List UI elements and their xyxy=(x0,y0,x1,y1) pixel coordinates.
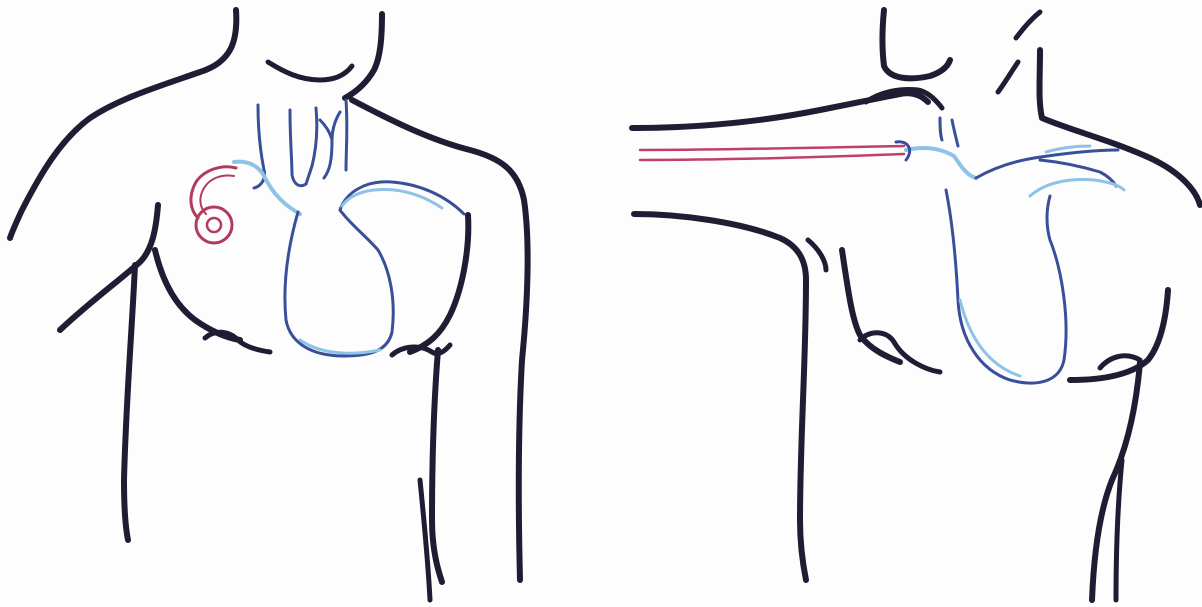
left-aortic-arch xyxy=(340,182,464,214)
right-arm-top xyxy=(632,93,928,128)
right-neck-right-2 xyxy=(998,62,1018,92)
port-catheter xyxy=(191,167,236,218)
left-vessel-right xyxy=(346,100,347,170)
right-aortic-arch xyxy=(1030,180,1124,196)
right-torso-right-inner xyxy=(1116,460,1122,600)
right-subclavian xyxy=(906,148,976,178)
right-neck-left xyxy=(883,10,951,78)
left-panel-frontal-chest xyxy=(10,10,528,600)
right-body-outline xyxy=(632,10,1200,600)
right-brachiocephalic xyxy=(976,150,1118,178)
left-torso-left xyxy=(124,265,135,540)
right-heart-outline xyxy=(946,190,1066,383)
left-torso-right-inner xyxy=(420,480,430,600)
left-body-outline xyxy=(10,10,528,600)
left-pec-left xyxy=(155,250,240,340)
right-armpit-fold xyxy=(808,240,826,270)
picc-catheter-upper xyxy=(640,146,904,150)
left-nipple-right xyxy=(392,345,450,355)
right-pec-left xyxy=(842,250,900,362)
left-neck-right xyxy=(345,14,382,98)
right-arm-bottom xyxy=(634,214,806,580)
picc-catheter-lower xyxy=(640,154,904,160)
left-jaw-shadow xyxy=(268,62,352,80)
picc-catheter xyxy=(640,142,910,160)
right-nipple-left xyxy=(860,333,940,372)
left-neck-left xyxy=(10,10,236,238)
left-pec-right xyxy=(410,215,468,352)
left-subclavian xyxy=(234,162,300,214)
right-vasculature xyxy=(906,118,1124,383)
left-heart-outline xyxy=(285,210,393,356)
right-heart-light xyxy=(960,300,1020,376)
right-panel-arm-abducted xyxy=(632,10,1200,600)
right-neck-right xyxy=(1016,12,1040,38)
right-pec-right xyxy=(1070,290,1168,380)
port-device xyxy=(191,167,236,243)
left-shoulder-right xyxy=(352,100,528,580)
port-reservoir-inner xyxy=(207,218,221,232)
port-reservoir-outer xyxy=(196,207,232,243)
left-vessel-y xyxy=(320,112,340,178)
left-torso-right xyxy=(432,350,442,582)
left-nipple-left xyxy=(205,332,270,352)
right-jugular-b xyxy=(952,120,958,146)
left-carotid-left xyxy=(290,110,306,186)
left-aortic-arch-inner xyxy=(342,190,442,208)
right-jugular-a xyxy=(940,118,942,140)
left-carotid-right xyxy=(306,108,317,184)
left-armpit-left xyxy=(60,205,158,330)
